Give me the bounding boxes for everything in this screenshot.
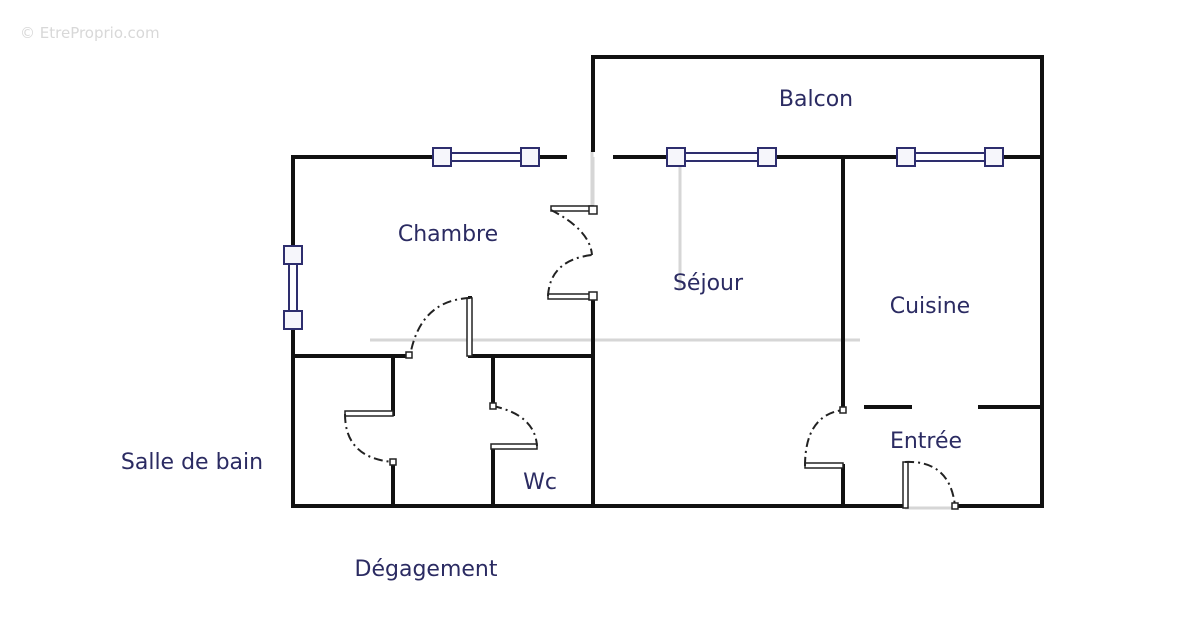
window-sejour-top xyxy=(666,147,777,167)
window-chambre-left xyxy=(283,245,303,330)
faint-watermark-lines xyxy=(370,150,955,510)
room-label-degagement: Dégagement xyxy=(355,557,498,582)
door-entree xyxy=(902,460,959,510)
window-chambre-top xyxy=(432,147,540,167)
windows xyxy=(283,147,1004,330)
room-labels: Balcon Chambre Séjour Cuisine Entrée Sal… xyxy=(121,87,970,582)
window-cuisine-top xyxy=(896,147,1004,167)
room-label-salle-de-bain: Salle de bain xyxy=(121,450,263,475)
door-chambre-sejour xyxy=(547,157,598,301)
room-label-cuisine: Cuisine xyxy=(890,294,970,319)
room-label-sejour: Séjour xyxy=(673,271,744,296)
room-label-entree: Entrée xyxy=(890,429,962,454)
door-chambre xyxy=(405,297,473,359)
watermark-text: © EtreProprio.com xyxy=(20,24,160,42)
door-wc xyxy=(489,402,538,450)
walls xyxy=(291,55,1044,508)
room-label-balcon: Balcon xyxy=(779,87,853,112)
doors xyxy=(344,157,959,510)
door-sejour-entree xyxy=(804,406,847,469)
room-label-chambre: Chambre xyxy=(398,222,498,247)
room-label-wc: Wc xyxy=(523,470,557,495)
door-salle-de-bain xyxy=(344,410,397,466)
